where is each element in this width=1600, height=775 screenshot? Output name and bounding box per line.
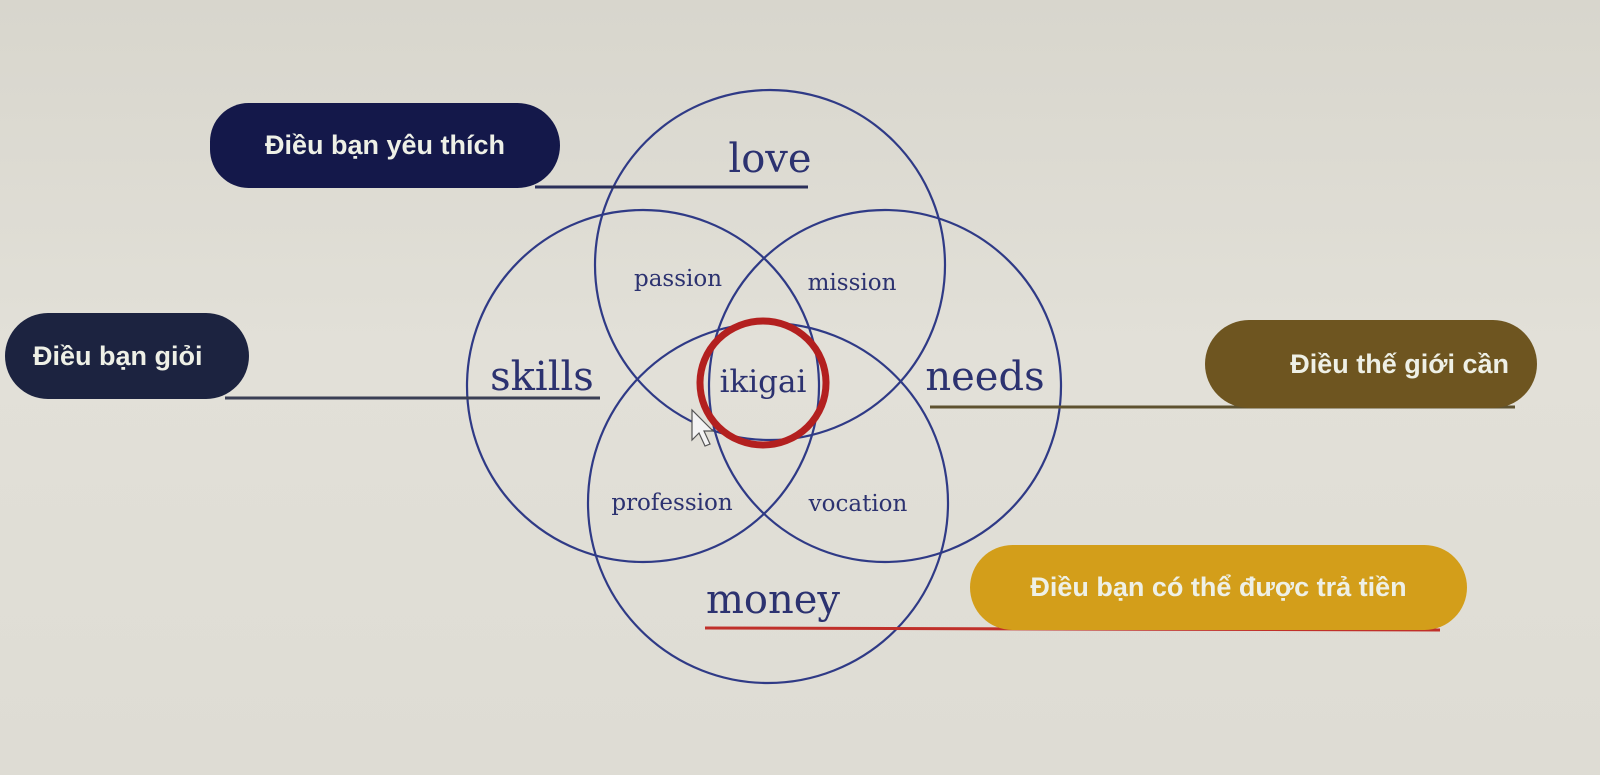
ikigai-highlight-circle: [696, 317, 830, 449]
needs-pill-label: Điều thế giới cần: [1290, 348, 1509, 379]
vocation-label: vocation: [808, 491, 908, 517]
skills-circle: [465, 208, 821, 564]
money-pill-label: Điều bạn có thể được trả tiền: [1030, 572, 1407, 602]
love-label: love: [728, 136, 811, 182]
skills-pill: Điều bạn giỏi: [5, 313, 249, 399]
money-label: money: [706, 577, 840, 623]
money-pill: Điều bạn có thể được trả tiền: [970, 545, 1467, 630]
love-pill: Điều bạn yêu thích: [210, 103, 560, 188]
skills-pill-label: Điều bạn giỏi: [33, 340, 203, 371]
mouse-cursor-icon: [691, 408, 715, 447]
love-circle: [593, 88, 947, 442]
profession-label: profession: [611, 490, 732, 516]
mission-label: mission: [808, 270, 897, 296]
needs-label: needs: [925, 354, 1044, 400]
needs-circle: [707, 208, 1063, 564]
love-pill-label: Điều bạn yêu thích: [264, 130, 506, 160]
needs-pill: Điều thế giới cần: [1205, 320, 1537, 408]
skills-label: skills: [490, 354, 594, 400]
passion-label: passion: [634, 266, 722, 292]
ikigai-label: ikigai: [720, 364, 807, 400]
